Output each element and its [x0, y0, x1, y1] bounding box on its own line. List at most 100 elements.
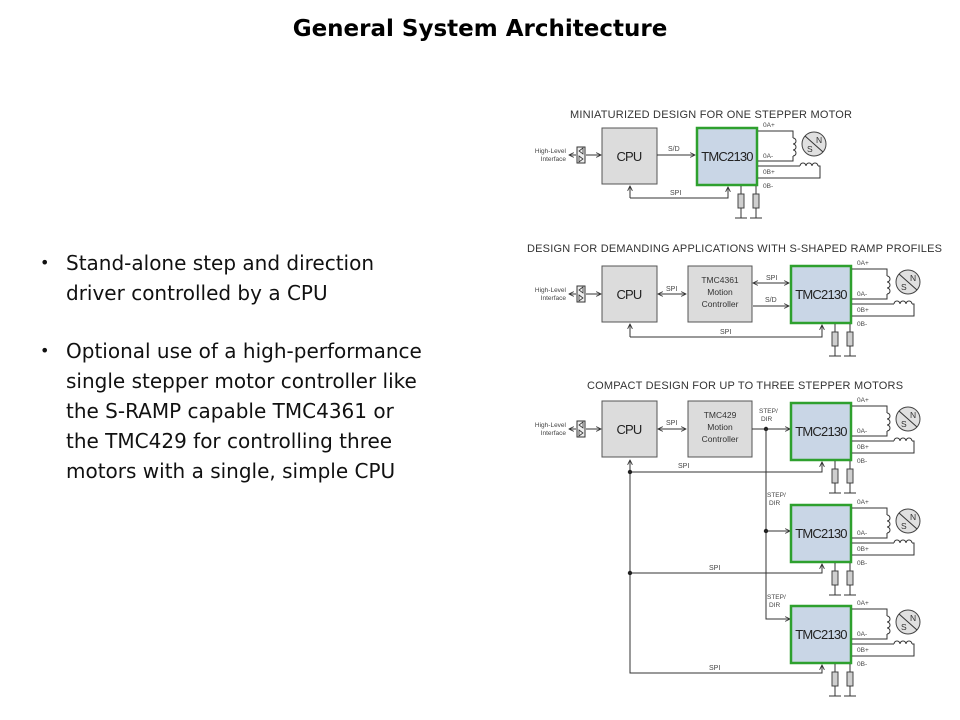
driver-label: TMC2130 [795, 627, 847, 642]
buffer-triangle-icon [578, 147, 584, 163]
signal-label: S/D [668, 146, 680, 153]
slide-title: General System Architecture [292, 16, 668, 42]
coil-a-icon [886, 615, 891, 635]
coil-b-icon [893, 300, 913, 305]
motor-divider [804, 135, 824, 153]
tmc2130-driver-block [789, 503, 853, 564]
output-label: 0B+ [857, 307, 869, 314]
output-label: 0B- [763, 183, 773, 190]
motor-south-label: S [901, 282, 907, 292]
motor-south-label: S [901, 622, 907, 632]
sense-resistor [846, 331, 854, 347]
tmc2130-driver-block [695, 126, 759, 187]
spi-wire [630, 187, 728, 199]
signal-label: SPI [666, 286, 677, 293]
coil-a-wire [758, 156, 794, 162]
motor-divider [898, 410, 918, 428]
bullet-line: single stepper motor controller like [66, 369, 417, 393]
output-label: 0A+ [763, 122, 775, 129]
diagram-title: COMPACT DESIGN FOR UP TO THREE STEPPER M… [587, 380, 903, 392]
motor-divider [898, 613, 918, 631]
coil-b-icon [893, 437, 913, 442]
signal-label: DIR [761, 416, 773, 423]
cpu-label: CPU [616, 149, 641, 164]
coil-a-wire [852, 608, 888, 616]
bullet-line: Optional use of a high-performance [66, 339, 422, 363]
interface-label: Interface [541, 156, 567, 163]
cpu-block [601, 265, 658, 323]
output-label: 0A+ [857, 499, 869, 506]
motor-divider [898, 273, 918, 291]
controller-label: Controller [702, 299, 739, 309]
spi-wire [630, 325, 822, 338]
coil-a-wire [852, 294, 888, 300]
bullet-line: driver controlled by a CPU [66, 281, 328, 305]
coil-a-wire [852, 634, 888, 640]
coil-b-wire [758, 165, 821, 179]
bullet-list: • Stand-alone step and direction driver … [40, 248, 510, 514]
signal-label: STEP/ [759, 408, 778, 415]
interface-label: High-Level [535, 148, 567, 155]
driver-label: TMC2130 [795, 287, 847, 302]
output-label: 0B+ [857, 444, 869, 451]
coil-a-wire [852, 405, 888, 413]
buffer-triangle-icon [578, 286, 584, 302]
output-label: 0A- [857, 631, 867, 638]
driver-label: TMC2130 [701, 149, 753, 164]
driver-label: TMC2130 [795, 424, 847, 439]
coil-a-wire [852, 533, 888, 539]
driver-label: TMC2130 [795, 526, 847, 541]
output-label: 0B- [857, 321, 867, 328]
cpu-block [601, 127, 658, 185]
sense-resistor [846, 570, 854, 586]
coil-b-icon [893, 640, 913, 645]
bullet-line: the TMC429 for controlling three [66, 429, 393, 453]
coil-a-icon [886, 412, 891, 432]
output-label: 0B+ [763, 169, 775, 176]
signal-label: DIR [769, 500, 781, 507]
signal-label: STEP/ [767, 492, 786, 499]
sense-resistor [752, 193, 760, 209]
output-label: 0A- [857, 428, 867, 435]
controller-label: TMC4361 [701, 275, 739, 285]
coil-b-wire [852, 303, 915, 317]
signal-label: DIR [769, 602, 781, 609]
coil-a-icon [886, 275, 891, 295]
controller-label: Motion [707, 422, 733, 432]
tmc2130-driver-block [789, 604, 853, 665]
coil-a-icon [886, 514, 891, 534]
output-label: 0B+ [857, 647, 869, 654]
signal-label: SPI [709, 665, 720, 672]
motion-controller-block [687, 265, 753, 323]
bullet-dot: • [40, 253, 50, 272]
bullet-item: • Stand-alone step and direction driver … [40, 248, 510, 308]
output-label: 0A- [763, 153, 773, 160]
signal-label: STEP/ [767, 594, 786, 601]
signal-label: SPI [678, 463, 689, 470]
signal-label: SPI [720, 329, 731, 336]
coil-b-wire [852, 440, 915, 454]
diagram-title: MINIATURIZED DESIGN FOR ONE STEPPER MOTO… [570, 109, 852, 121]
coil-b-wire [852, 542, 915, 556]
motor-north-label: N [816, 135, 822, 145]
sense-resistor [846, 671, 854, 687]
motor-south-label: S [807, 144, 813, 154]
motor-divider [898, 512, 918, 530]
coil-a-wire [852, 268, 888, 276]
output-label: 0B+ [857, 546, 869, 553]
signal-label: SPI [766, 275, 777, 282]
coil-a-icon [792, 137, 797, 157]
sense-resistor [831, 671, 839, 687]
signal-label: SPI [709, 565, 720, 572]
cpu-label: CPU [616, 287, 641, 302]
step-dir-bus [765, 429, 790, 619]
bullet-line: Stand-alone step and direction [66, 251, 375, 275]
interface-label: Interface [541, 295, 567, 302]
bullet-item: • Optional use of a high-performance sin… [40, 336, 510, 486]
sense-resistor [831, 570, 839, 586]
interface-label: Interface [541, 430, 567, 437]
output-label: 0B- [857, 661, 867, 668]
motion-controller-block [687, 400, 753, 458]
junction-dot [627, 469, 633, 475]
